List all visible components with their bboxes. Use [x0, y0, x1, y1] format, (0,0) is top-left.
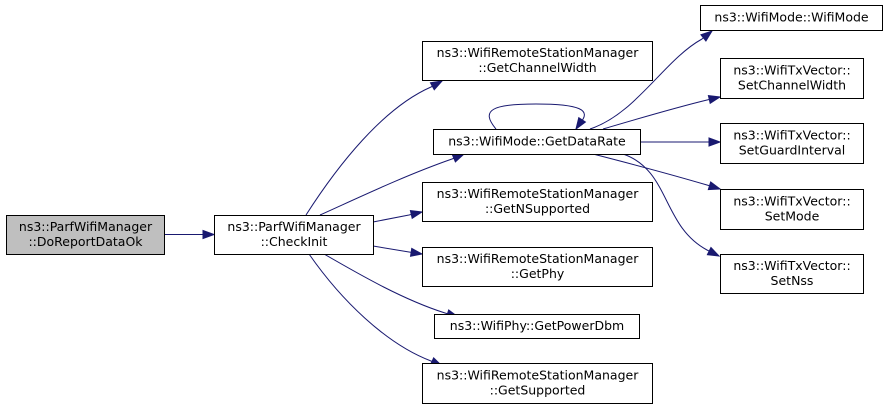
- node-box[interactable]: [720, 58, 864, 99]
- edge-line: [319, 153, 465, 216]
- node-label-line: ns3::WifiRemoteStationManager: [437, 368, 640, 383]
- arrowhead-icon: [575, 116, 587, 131]
- node-label-line: ::GetPhy: [511, 266, 565, 281]
- edge-get_data_rate-to-get_data_rate: [488, 103, 587, 131]
- node-label-line: SetMode: [765, 209, 820, 224]
- arrowhead-icon: [707, 181, 722, 191]
- edge-line: [592, 153, 721, 190]
- node-set-guard-interval[interactable]: ns3::WifiTxVector::SetGuardInterval: [720, 123, 864, 164]
- node-box[interactable]: [700, 5, 883, 31]
- node-get-channel-width[interactable]: ns3::WifiRemoteStationManager::GetChanne…: [422, 41, 653, 81]
- arrowhead-icon: [700, 30, 714, 42]
- node-box[interactable]: [422, 41, 653, 81]
- arrowhead-icon: [429, 80, 444, 91]
- node-label-line: SetGuardInterval: [739, 143, 846, 158]
- edge-line: [323, 253, 459, 318]
- edge-check_init-to-get_channel_width: [305, 80, 444, 216]
- node-set-nss[interactable]: ns3::WifiTxVector::SetNss: [720, 254, 864, 294]
- node-get-data-rate[interactable]: ns3::WifiMode::GetDataRate: [433, 129, 641, 155]
- node-label-line: ::CheckInit: [261, 234, 328, 249]
- node-check-init[interactable]: ns3::ParfWifiManager::CheckInit: [214, 215, 374, 255]
- node-label-line: ::GetNSupported: [485, 201, 590, 216]
- arrowhead-icon: [202, 229, 216, 240]
- arrowhead-icon: [706, 246, 721, 257]
- node-box[interactable]: [720, 123, 864, 164]
- edge-line: [622, 153, 720, 257]
- node-get-n-supported[interactable]: ns3::WifiRemoteStationManager::GetNSuppo…: [422, 182, 653, 222]
- node-label-line: ns3::WifiRemoteStationManager: [437, 186, 640, 201]
- node-label-line: SetChannelWidth: [738, 78, 846, 93]
- edge-line: [305, 80, 443, 216]
- edge-line: [602, 96, 721, 130]
- node-label-line: ns3::WifiTxVector::: [733, 258, 850, 273]
- arrowhead-icon: [707, 94, 722, 105]
- edge-do_report_data_ok-to-check_init: [164, 229, 216, 240]
- edge-line: [589, 30, 713, 130]
- node-label-line: ns3::WifiTxVector::: [733, 194, 850, 209]
- node-layer: ns3::ParfWifiManager::DoReportDataOkns3:…: [6, 5, 883, 404]
- edge-get_data_rate-to-set_channel_width: [602, 94, 722, 130]
- node-box[interactable]: [214, 215, 374, 255]
- arrowhead-icon: [708, 137, 722, 147]
- node-label-line: SetNss: [771, 273, 814, 288]
- node-box[interactable]: [422, 182, 653, 222]
- node-label-line: ns3::WifiTxVector::: [733, 128, 850, 143]
- node-label-line: ns3::WifiRemoteStationManager: [437, 251, 640, 266]
- edge-line: [488, 103, 585, 130]
- node-box[interactable]: [6, 215, 165, 255]
- edge-check_init-to-get_phy: [372, 245, 424, 257]
- node-box[interactable]: [422, 247, 653, 287]
- node-box[interactable]: [434, 314, 640, 339]
- node-set-mode[interactable]: ns3::WifiTxVector::SetMode: [720, 189, 864, 230]
- node-get-supported[interactable]: ns3::WifiRemoteStationManager::GetSuppor…: [422, 363, 653, 404]
- node-label-line: ns3::WifiTxVector::: [733, 63, 850, 78]
- node-label-line: ::DoReportDataOk: [28, 234, 143, 249]
- node-label-line: ns3::WifiRemoteStationManager: [437, 45, 640, 60]
- arrowhead-icon: [409, 209, 424, 220]
- node-label-line: ::GetSupported: [490, 383, 586, 398]
- node-box[interactable]: [433, 129, 641, 155]
- node-label-line: ::GetChannelWidth: [478, 60, 596, 75]
- node-label-line: ns3::WifiPhy::GetPowerDbm: [450, 318, 624, 333]
- node-box[interactable]: [720, 189, 864, 230]
- node-set-channel-width[interactable]: ns3::WifiTxVector::SetChannelWidth: [720, 58, 864, 99]
- node-label-line: ns3::WifiMode::GetDataRate: [448, 134, 626, 149]
- edge-get_data_rate-to-set_nss: [622, 153, 721, 257]
- node-get-power-dbm[interactable]: ns3::WifiPhy::GetPowerDbm: [434, 314, 640, 339]
- node-get-phy[interactable]: ns3::WifiRemoteStationManager::GetPhy: [422, 247, 653, 287]
- edge-check_init-to-get_n_supported: [372, 209, 424, 223]
- edge-get_data_rate-to-set_mode: [592, 153, 722, 191]
- edge-get_data_rate-to-set_guard_interval: [640, 137, 722, 147]
- node-box[interactable]: [422, 363, 653, 404]
- node-label-line: ns3::ParfWifiManager: [227, 219, 361, 234]
- edge-line: [308, 253, 443, 367]
- edge-check_init-to-get_data_rate: [319, 153, 466, 216]
- node-do-report-data-ok[interactable]: ns3::ParfWifiManager::DoReportDataOk: [6, 215, 165, 255]
- node-label-line: ns3::WifiMode::WifiMode: [714, 10, 869, 25]
- node-box[interactable]: [720, 254, 864, 294]
- edge-get_data_rate-to-wifi_mode_ctor: [589, 30, 714, 130]
- edge-layer: [164, 30, 722, 367]
- node-wifi-mode-ctor[interactable]: ns3::WifiMode::WifiMode: [700, 5, 883, 31]
- arrowhead-icon: [451, 153, 466, 163]
- node-label-line: ns3::ParfWifiManager: [19, 219, 153, 234]
- arrowhead-icon: [409, 247, 424, 257]
